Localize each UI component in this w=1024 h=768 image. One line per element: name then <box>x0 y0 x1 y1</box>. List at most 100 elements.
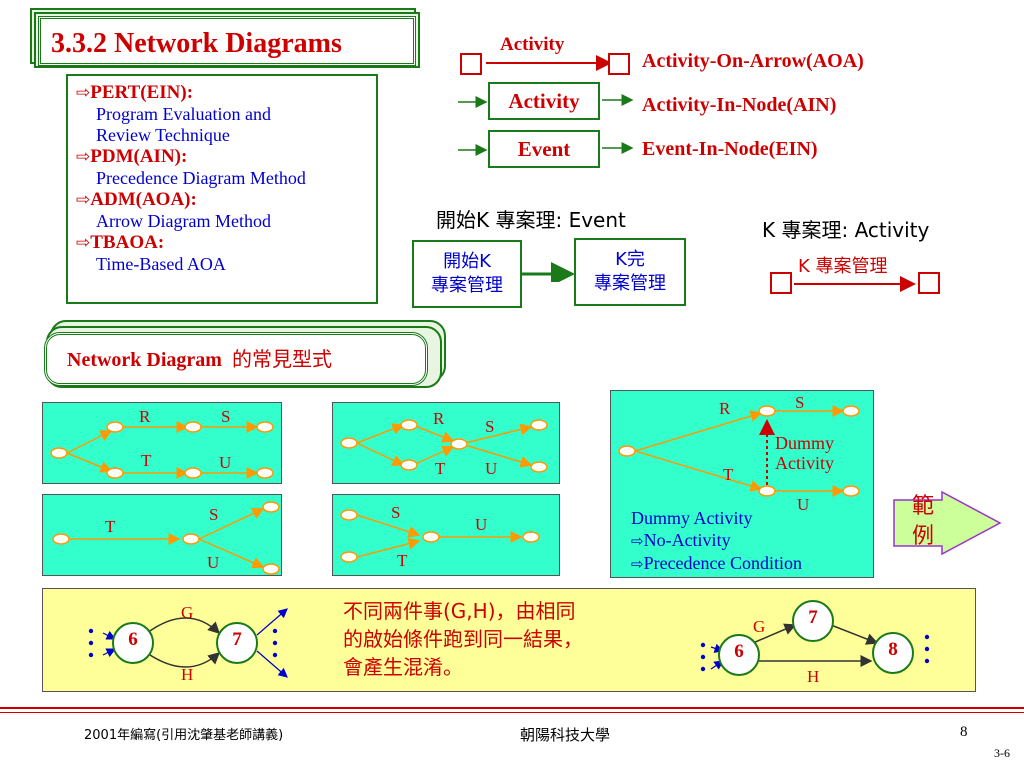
def-desc: Time-Based AOA <box>96 254 226 274</box>
def-desc: Review Technique <box>96 125 230 145</box>
arrow-icon: ⇨ <box>631 532 644 550</box>
arrow-icon: ⇨ <box>76 233 91 253</box>
panel-label: U <box>475 515 488 534</box>
network-title-zh: 的常見型式 <box>231 347 332 371</box>
def-term: TBAOA: <box>90 232 165 253</box>
panel-2-diagram <box>52 501 280 575</box>
explanation-line: 的啟始條件跑到同一結果， <box>343 627 583 651</box>
def-pert: ⇨PERT(EIN): Program Evaluation and Revie… <box>76 82 368 146</box>
panel-label: U <box>207 553 220 572</box>
bottom-diagram <box>88 600 930 678</box>
dummy-note: Dummy Activity ⇨No-Activity ⇨Precedence … <box>631 507 802 575</box>
def-adm: ⇨ADM(AOA): Arrow Diagram Method <box>76 189 368 232</box>
edge-g-right: G <box>753 617 766 636</box>
def-desc: Arrow Diagram Method <box>96 211 271 231</box>
activity-example-caption: K 專案理: Activity <box>762 214 929 243</box>
explanation-line: 不同兩件事(G,H)，由相同 <box>343 599 576 623</box>
def-term: ADM(AOA): <box>90 189 197 210</box>
footer-left: 2001年編寫(引用沈肇基老師講義) <box>84 728 284 743</box>
example-tag-arrow <box>893 490 1002 556</box>
panel-5: R S T U Dummy Activity Dummy Activity ⇨N… <box>610 390 874 578</box>
panel-label: T <box>105 517 116 536</box>
dummy-label-line: Activity <box>775 453 834 473</box>
event-example-caption: 開始K 專案理: Event <box>436 204 626 233</box>
panel-label: U <box>797 495 810 514</box>
slide-title: 3.3.2 Network Diagrams <box>38 16 416 66</box>
panel-2: S U T <box>42 494 282 576</box>
aoa-start-event <box>460 53 482 75</box>
panel-label: S <box>221 407 231 426</box>
caption-text: K 專案理: Activity <box>762 218 930 242</box>
panel-4: S U T <box>332 494 560 576</box>
bottom-example: 6 7 G H 6 7 8 G H 不同兩件事(G,H)，由相同 的啟始條件跑到… <box>42 588 976 692</box>
panel-1: R S T U <box>42 402 282 484</box>
edge-h-left: H <box>181 665 194 684</box>
node-7-left: 7 <box>232 629 242 650</box>
panel-label: T <box>723 465 734 484</box>
example-tag: 範 例 <box>912 492 934 552</box>
ain-node: Activity <box>488 82 600 120</box>
panel-label: R <box>139 407 151 426</box>
node-7-right: 7 <box>808 607 818 628</box>
panel-label: T <box>435 459 446 478</box>
arrow-icon: ⇨ <box>631 555 644 573</box>
network-title-en: Network Diagram <box>67 349 222 371</box>
node-6-right: 6 <box>734 641 744 662</box>
footer-rule <box>0 712 1024 713</box>
activity-arrow-label: K 專案管理 <box>798 256 888 277</box>
node-6-left: 6 <box>128 629 138 650</box>
def-term: PDM(AIN): <box>90 146 188 167</box>
definitions-box: ⇨PERT(EIN): Program Evaluation and Revie… <box>66 74 378 304</box>
def-pdm: ⇨PDM(AIN): Precedence Diagram Method <box>76 146 368 189</box>
event-start-node: 開始K 專案管理 <box>412 240 522 308</box>
dummy-activity-label: Dummy Activity <box>775 433 834 473</box>
panel-label: U <box>485 459 498 478</box>
def-desc: Precedence Diagram Method <box>96 168 306 188</box>
activity-start-event <box>770 272 792 294</box>
node-line: 開始K <box>443 251 491 272</box>
aoa-end-event <box>608 53 630 75</box>
caption-text: 開始K 專案理: Event <box>436 208 626 232</box>
aoa-arrow-label: Activity <box>500 34 565 55</box>
edge-g-left: G <box>181 603 194 622</box>
def-tbaoa: ⇨TBAOA: Time-Based AOA <box>76 232 368 275</box>
ain-label: Activity-In-Node(AIN) <box>642 94 837 116</box>
ein-node: Event <box>488 130 600 168</box>
panel-label: T <box>141 451 152 470</box>
panel-label: U <box>219 453 232 472</box>
network-title-stack: Network Diagram 的常見型式 <box>40 320 446 392</box>
page-number: 8 <box>960 724 968 740</box>
panel-label: R <box>433 409 445 428</box>
arrow-icon: ⇨ <box>76 83 91 103</box>
activity-end-event <box>918 272 940 294</box>
panel-label: S <box>485 417 495 436</box>
def-desc: Program Evaluation and <box>96 104 271 124</box>
panel-label: S <box>795 393 805 412</box>
aoa-label: Activity-On-Arrow(AOA) <box>642 50 864 72</box>
notation-arrows <box>458 55 634 156</box>
dummy-note-title: Dummy Activity <box>631 508 753 528</box>
dummy-note-item: No-Activity <box>643 530 731 550</box>
bottom-explanation: 不同兩件事(G,H)，由相同 的啟始條件跑到同一結果， 會產生混淆。 <box>343 597 583 681</box>
node-line: 專案管理 <box>594 273 666 294</box>
activity-arrow <box>794 276 916 292</box>
event-link-arrow <box>522 262 575 282</box>
panel-label: S <box>391 503 401 522</box>
dummy-note-item: Precedence Condition <box>643 553 803 573</box>
title-stack: 3.3.2 Network Diagrams <box>30 8 422 70</box>
arrow-icon: ⇨ <box>76 147 91 167</box>
panel-label: S <box>209 505 219 524</box>
node-line: 專案管理 <box>431 275 503 296</box>
panel-4-diagram <box>340 509 540 563</box>
network-title: Network Diagram 的常見型式 <box>44 332 428 386</box>
ein-label: Event-In-Node(EIN) <box>642 138 818 160</box>
panel-3-diagram <box>340 419 548 473</box>
panel-3: R S T U <box>332 402 560 484</box>
node-line: K完 <box>615 249 645 270</box>
arrow-icon: ⇨ <box>76 190 91 210</box>
event-end-node: K完 專案管理 <box>574 238 686 306</box>
dummy-label-line: Dummy <box>775 433 835 453</box>
node-8-right: 8 <box>888 639 898 660</box>
example-tag-char: 例 <box>912 524 935 549</box>
panel-1-diagram <box>50 421 274 479</box>
